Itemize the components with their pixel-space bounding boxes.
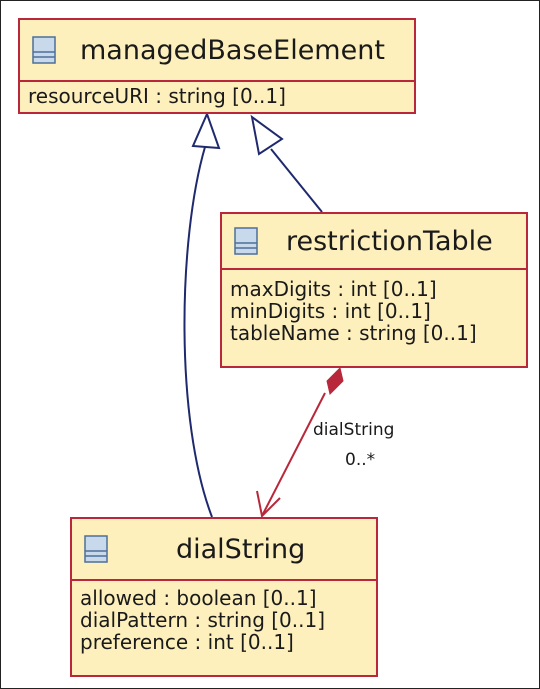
- association-role-label: dialString: [313, 420, 395, 440]
- class-header: managedBaseElement: [20, 20, 414, 82]
- class-icon: [234, 227, 258, 255]
- class-name: managedBaseElement: [80, 34, 385, 66]
- association-multiplicity-label: 0..*: [345, 450, 376, 470]
- class-attributes: resourceURI : string [0..1]: [20, 82, 414, 107]
- class-name: dialString: [176, 533, 306, 565]
- class-attributes: maxDigits : int [0..1] minDigits : int […: [222, 270, 526, 344]
- class-restriction-table[interactable]: restrictionTable maxDigits : int [0..1] …: [220, 212, 528, 368]
- attribute: preference : int [0..1]: [80, 630, 294, 654]
- attribute: resourceURI : string [0..1]: [28, 84, 286, 108]
- generalization-line-dialstring[interactable]: [183, 146, 213, 518]
- generalization-line-restrictiontable[interactable]: [270, 148, 323, 213]
- attribute: dialPattern : string [0..1]: [80, 608, 326, 632]
- attribute: tableName : string [0..1]: [230, 321, 477, 345]
- class-managed-base-element[interactable]: managedBaseElement resourceURI : string …: [18, 18, 416, 114]
- class-header: dialString: [72, 519, 376, 581]
- class-name: restrictionTable: [286, 225, 493, 257]
- composition-diamond: [326, 367, 344, 395]
- attribute: maxDigits : int [0..1]: [230, 277, 437, 301]
- attribute: allowed : boolean [0..1]: [80, 586, 317, 610]
- composition-line[interactable]: [262, 392, 326, 515]
- generalization-arrowhead-restrictiontable: [250, 114, 284, 156]
- class-header: restrictionTable: [222, 214, 526, 270]
- composition-arrowhead: [256, 490, 281, 519]
- class-dial-string[interactable]: dialString allowed : boolean [0..1] dial…: [70, 517, 378, 677]
- class-attributes: allowed : boolean [0..1] dialPattern : s…: [72, 581, 376, 653]
- class-icon: [32, 36, 56, 64]
- generalization-arrowhead-dialstring: [191, 111, 221, 150]
- attribute: minDigits : int [0..1]: [230, 299, 431, 323]
- class-icon: [84, 535, 108, 563]
